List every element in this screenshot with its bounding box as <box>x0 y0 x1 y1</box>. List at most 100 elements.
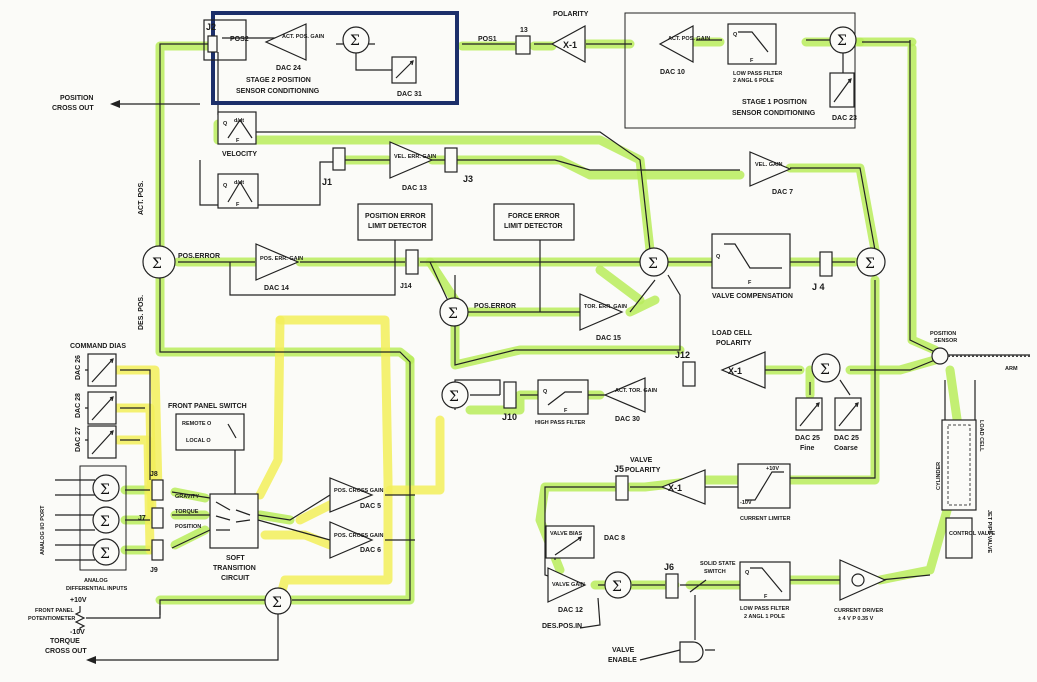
j3-label: J3 <box>463 174 473 184</box>
dac15-amplifier <box>580 294 622 330</box>
dac30-label: DAC 30 <box>615 416 640 423</box>
analog-io-port-label: ANALOG I/O PORT <box>40 505 46 555</box>
valvecomp-q: Q <box>716 254 721 260</box>
position-out-line2: CROSS OUT <box>52 105 94 112</box>
dac14-poserror: POS.ERROR <box>178 253 220 260</box>
j10-connector <box>504 382 516 408</box>
valve-bias-text: VALVE BIAS <box>550 531 583 537</box>
j14-label: J14 <box>400 283 412 290</box>
valve-gain-text: VALVE GAIN <box>552 582 585 588</box>
position-out-arrow-icon <box>110 100 120 108</box>
stage2-sigma: Σ <box>350 33 360 49</box>
stage1-lpf-line1: LOW PASS FILTER <box>733 71 782 77</box>
dac23-label: DAC 23 <box>832 115 857 122</box>
command-dias-label: COMMAND DIAS <box>70 343 126 350</box>
j5-connector <box>616 476 628 500</box>
coarse-label: Coarse <box>834 445 858 452</box>
analog-label-line2: DIFFERENTIAL INPUTS <box>66 586 128 592</box>
pot-plus10: +10V <box>70 597 87 604</box>
dac14-label: DAC 14 <box>264 285 289 292</box>
loadcell-offset-sigma: Σ <box>820 362 830 378</box>
vel-q: Q <box>223 121 228 127</box>
asum1-sigma: Σ <box>100 482 110 498</box>
dac26-label: DAC 26 <box>75 355 82 380</box>
sss-line2: SWITCH <box>704 569 726 575</box>
torque-sigma: Σ <box>448 306 458 322</box>
des-pos-label: DES. POS. <box>138 295 145 330</box>
position-sensor-line1: POSITION <box>930 331 956 337</box>
loadcell-xm1: X-1 <box>728 366 742 376</box>
pos1-label: POS1 <box>478 36 497 43</box>
asum3-sigma: Σ <box>100 546 110 562</box>
j13-connector <box>516 36 530 54</box>
valve-lpf-line1: LOW PASS FILTER <box>740 606 789 612</box>
dac10-amplifier <box>660 26 693 62</box>
j12-connector <box>683 362 695 386</box>
stage1-title-line1: STAGE 1 POSITION <box>742 99 807 106</box>
sss-line1: SOLID STATE <box>700 561 736 567</box>
pos-limit-line2: LIMIT DETECTOR <box>368 223 427 230</box>
dac14-amp-text: POS. ERR. GAIN <box>260 256 303 262</box>
limiter-m10: -10V <box>740 500 752 506</box>
valve-enable-line2: ENABLE <box>608 657 637 664</box>
stage1-title-line2: SENSOR CONDITIONING <box>732 110 816 117</box>
dac15-label: DAC 15 <box>596 335 621 342</box>
transition-line3: CIRCUIT <box>221 575 250 582</box>
hpf-q: Q <box>543 389 548 395</box>
torque-out-line1: TORQUE <box>50 638 80 645</box>
valve-enable-line1: VALVE <box>612 647 635 654</box>
yellow-highlight-paths <box>115 320 440 598</box>
dac13-amplifier <box>390 142 432 178</box>
pot-label-line1: FRONT PANEL <box>35 608 74 614</box>
front-panel-switch <box>176 414 244 450</box>
transition-line1: SOFT <box>226 555 245 562</box>
j3-connector <box>445 148 457 172</box>
position-sensor-line2: SENSOR <box>934 338 957 344</box>
dac7-amplifier <box>750 152 790 186</box>
limiter-p10: +10V <box>766 466 779 472</box>
j2-connector <box>208 36 217 52</box>
valvebias-sigma: Σ <box>612 579 622 595</box>
position-sensor-icon <box>932 348 948 364</box>
current-driver-line2: ± 4 V P 0.35 V <box>838 616 874 622</box>
dac7-amp-text: VEL. GAIN <box>755 162 783 168</box>
j4-connector <box>820 252 832 276</box>
des-pos-in-label: DES.POS.IN <box>542 623 582 630</box>
dac24-amp-text: ACT. POS. GAIN <box>282 34 324 40</box>
dac24-amplifier <box>266 24 306 60</box>
j9-connector <box>152 540 163 560</box>
current-limiter-label: CURRENT LIMITER <box>740 516 790 522</box>
gravity-label: GRAVITY <box>175 494 199 500</box>
position-out-line1: POSITION <box>60 95 93 102</box>
j6-connector <box>666 574 678 598</box>
fine-label: Fine <box>800 445 814 452</box>
analog-label-line1: ANALOG <box>84 578 108 584</box>
pot-label-line2: POTENTIOMETER <box>28 616 75 622</box>
dac13-label: DAC 13 <box>402 185 427 192</box>
pos-limit-line1: POSITION ERROR <box>365 213 426 220</box>
poserr-sigma: Σ <box>152 256 162 272</box>
vlpf-q: Q <box>745 570 750 576</box>
high-pass-filter <box>538 380 588 414</box>
dac5-label: DAC 5 <box>360 503 381 510</box>
stage2-title-line1: STAGE 2 POSITION <box>246 77 311 84</box>
dac30-amp-text: ACT. TOR. GAIN <box>615 388 657 394</box>
dac28-label: DAC 28 <box>75 393 82 418</box>
dac6-label: DAC 6 <box>360 547 381 554</box>
j14-connector <box>406 250 418 274</box>
dac8-label: DAC 8 <box>604 535 625 542</box>
arm-label: ARM <box>1005 366 1018 372</box>
cylinder-body <box>942 420 976 510</box>
position-label: POSITION <box>175 524 201 530</box>
force-limit-line2: LIMIT DETECTOR <box>504 223 563 230</box>
dac31-label: DAC 31 <box>397 91 422 98</box>
j1-label: J1 <box>322 177 332 187</box>
dac25-fine-label: DAC 25 <box>795 435 820 442</box>
j5-label: J5 <box>614 464 624 474</box>
cross-sigma: Σ <box>272 595 282 611</box>
servo-valve-label: JET PIPE VALVE <box>986 510 992 554</box>
stage2-title-line2: SENSOR CONDITIONING <box>236 88 320 95</box>
dac10-amp-text: ACT. POS. GAIN <box>668 36 710 42</box>
dac25-coarse-label: DAC 25 <box>834 435 859 442</box>
valve-lpf-line2: 2 ANGL 1 POLE <box>744 614 785 620</box>
